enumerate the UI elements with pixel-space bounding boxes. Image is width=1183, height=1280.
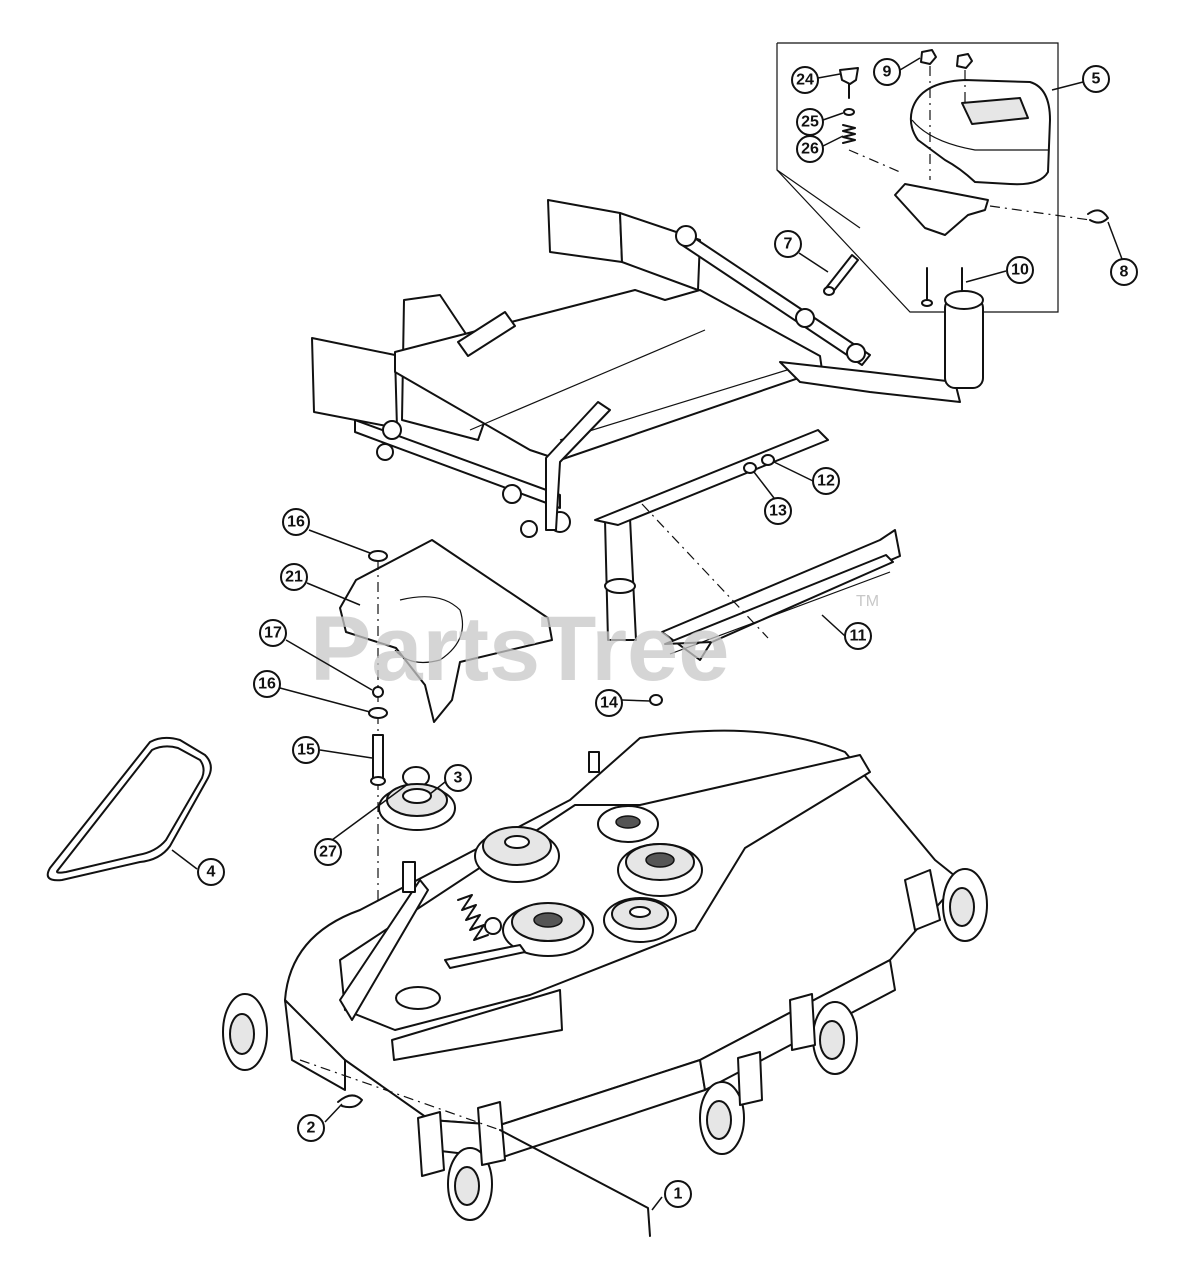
svg-text:9: 9 bbox=[883, 64, 892, 81]
callout-4: 4 bbox=[197, 858, 225, 886]
svg-text:27: 27 bbox=[319, 844, 337, 861]
svg-text:14: 14 bbox=[600, 695, 618, 712]
watermark-text: PartsTree bbox=[310, 598, 729, 700]
callout-21: 21 bbox=[280, 563, 308, 591]
svg-text:11: 11 bbox=[850, 628, 867, 645]
callouts: 1 2 3 4 5 7 8 9 10 11 12 13 14 bbox=[171, 57, 1138, 1211]
watermark: PartsTree TM bbox=[310, 593, 879, 700]
svg-text:4: 4 bbox=[207, 864, 216, 881]
svg-text:12: 12 bbox=[817, 473, 835, 490]
svg-text:25: 25 bbox=[801, 114, 819, 131]
callout-26: 26 bbox=[796, 135, 824, 163]
svg-text:7: 7 bbox=[784, 236, 793, 253]
callout-17: 17 bbox=[259, 619, 287, 647]
gauge-wheels bbox=[222, 868, 988, 1221]
svg-text:21: 21 bbox=[285, 569, 303, 586]
mower-deck bbox=[284, 729, 961, 1159]
svg-text:16: 16 bbox=[258, 676, 276, 693]
callout-27: 27 bbox=[314, 838, 342, 866]
callout-3: 3 bbox=[444, 764, 472, 792]
callout-9: 9 bbox=[873, 58, 901, 86]
rod-and-clip bbox=[299, 1059, 651, 1237]
callout-24: 24 bbox=[791, 66, 819, 94]
callout-5: 5 bbox=[1082, 65, 1110, 93]
svg-text:5: 5 bbox=[1092, 71, 1101, 88]
svg-text:15: 15 bbox=[297, 742, 315, 759]
belt-4 bbox=[46, 736, 212, 882]
callout-7: 7 bbox=[774, 230, 802, 258]
deck-frame bbox=[311, 199, 984, 641]
watermark-trademark: TM bbox=[856, 593, 879, 610]
pin-7 bbox=[823, 254, 859, 296]
svg-text:13: 13 bbox=[769, 503, 787, 520]
svg-text:3: 3 bbox=[454, 770, 463, 787]
svg-text:2: 2 bbox=[307, 1120, 316, 1137]
callout-15: 15 bbox=[292, 736, 320, 764]
callout-25: 25 bbox=[796, 108, 824, 136]
svg-text:8: 8 bbox=[1120, 264, 1129, 281]
svg-text:17: 17 bbox=[264, 625, 282, 642]
svg-text:26: 26 bbox=[801, 141, 819, 158]
svg-text:24: 24 bbox=[796, 72, 814, 89]
callout-10: 10 bbox=[1006, 256, 1034, 284]
blade-assembly-11 bbox=[641, 503, 901, 661]
callout-8: 8 bbox=[1110, 258, 1138, 286]
belt-cover-21 bbox=[339, 539, 553, 723]
svg-text:10: 10 bbox=[1011, 262, 1029, 279]
callout-11: 11 bbox=[844, 622, 872, 650]
callout-16-lower: 16 bbox=[253, 670, 281, 698]
callout-13: 13 bbox=[764, 497, 792, 525]
callout-14: 14 bbox=[595, 689, 623, 717]
callout-2: 2 bbox=[297, 1114, 325, 1142]
callout-16-top: 16 bbox=[282, 508, 310, 536]
inset-box bbox=[776, 42, 1109, 313]
svg-text:16: 16 bbox=[287, 514, 305, 531]
callout-1: 1 bbox=[664, 1180, 692, 1208]
svg-text:1: 1 bbox=[674, 1186, 683, 1203]
callout-12: 12 bbox=[812, 467, 840, 495]
hardware-12-13-14 bbox=[649, 454, 775, 706]
